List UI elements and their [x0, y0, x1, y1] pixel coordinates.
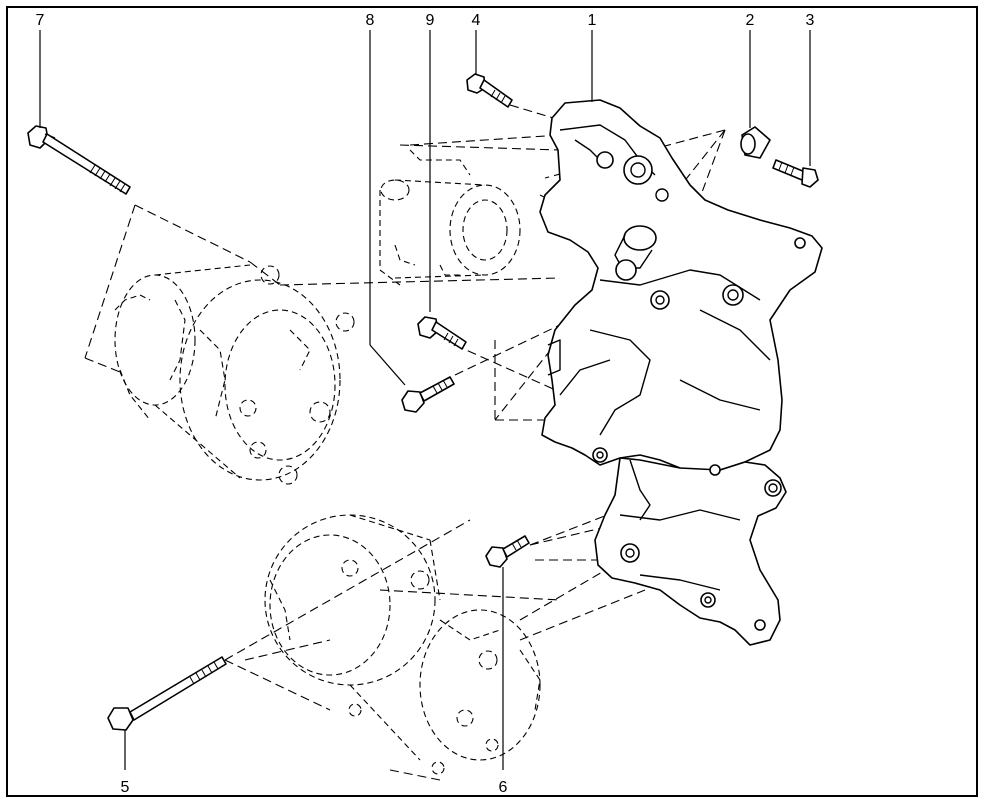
callout-8: 8 [366, 12, 375, 29]
callout-9: 9 [426, 12, 435, 29]
bolt-7 [27, 125, 131, 195]
bolt-5 [107, 656, 227, 731]
callout-1: 1 [588, 12, 597, 29]
callout-6: 6 [499, 779, 508, 796]
spacer-2 [740, 126, 771, 159]
callout-4: 4 [472, 12, 481, 29]
mounting-bracket [539, 99, 823, 646]
callouts: 7 8 9 4 1 2 3 5 6 [36, 12, 815, 796]
bolt-8 [401, 376, 455, 413]
leader-lines [39, 30, 811, 770]
bolt-3 [772, 159, 819, 188]
callout-7: 7 [36, 12, 45, 29]
callout-3: 3 [806, 12, 815, 29]
callout-2: 2 [746, 12, 755, 29]
phantom-compressor [264, 514, 541, 775]
bolt-4 [466, 73, 513, 108]
diagram-frame [6, 6, 978, 797]
phantom-alternator [114, 264, 355, 485]
callout-5: 5 [121, 779, 130, 796]
phantom-pump [379, 149, 521, 286]
bolt-6 [485, 535, 530, 568]
bolt-9 [417, 316, 467, 350]
